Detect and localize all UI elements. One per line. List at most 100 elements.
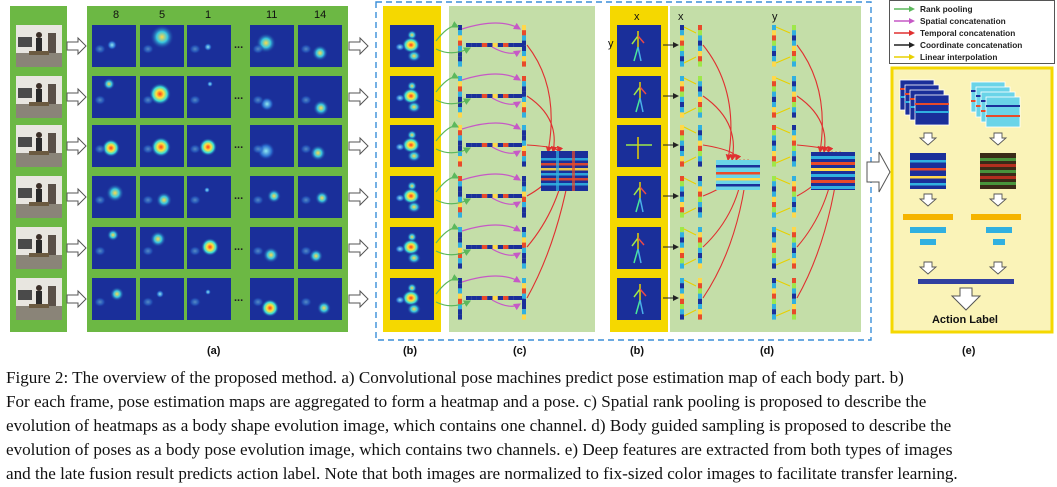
pose-skeleton bbox=[617, 176, 661, 218]
x-coordinate-vector bbox=[698, 176, 702, 218]
aggregated-heatmaps bbox=[390, 25, 434, 320]
rank-pooling-arrow bbox=[435, 98, 472, 105]
flow-arrow bbox=[66, 136, 87, 156]
flow-arrow bbox=[348, 187, 369, 207]
pose-estimation-map bbox=[140, 76, 184, 118]
x-coordinate-vector bbox=[698, 125, 702, 167]
panel-label-d: (d) bbox=[760, 345, 775, 357]
y-coordinate-vector bbox=[792, 176, 796, 218]
column-vector bbox=[522, 25, 526, 67]
x-coordinate-vector bbox=[698, 278, 702, 320]
flow-arrow bbox=[66, 238, 87, 258]
pose-estimation-map bbox=[250, 76, 294, 118]
deep-feature-extraction bbox=[899, 79, 1021, 311]
video-frame bbox=[16, 25, 62, 67]
pose-estimation-map bbox=[250, 25, 294, 67]
column-vector bbox=[522, 227, 526, 269]
video-frame bbox=[16, 278, 62, 320]
spatial-concatenation-arrow bbox=[491, 46, 522, 58]
spatial-concatenation-arrow bbox=[491, 248, 522, 260]
column-header-frame: 5 bbox=[159, 9, 166, 21]
y-coordinate-vector bbox=[772, 125, 776, 167]
ellipsis: ... bbox=[234, 90, 244, 102]
row-vector bbox=[466, 296, 525, 300]
feature-map bbox=[910, 153, 946, 189]
pose-estimation-map bbox=[140, 227, 184, 269]
rank-pooling-arrow bbox=[435, 198, 472, 205]
column-vector bbox=[458, 176, 462, 218]
pose-estimation-map bbox=[92, 25, 136, 67]
body-guided-sampling bbox=[663, 25, 855, 320]
column-vector bbox=[458, 278, 462, 320]
linear-interpolation-line bbox=[775, 126, 791, 164]
y-coordinate-vector bbox=[772, 278, 776, 320]
down-arrow bbox=[950, 287, 982, 311]
panel-label-c: (c) bbox=[513, 345, 527, 357]
x-coordinate-vector bbox=[698, 227, 702, 269]
column-vector bbox=[522, 76, 526, 118]
y-coordinate-vector bbox=[792, 76, 796, 118]
axis-label-y: y bbox=[608, 38, 614, 50]
spatial-concatenation-arrow bbox=[461, 22, 522, 30]
rank-pooling-arrow bbox=[435, 121, 460, 142]
column-header-frame: 8 bbox=[113, 9, 120, 21]
row-vector bbox=[466, 94, 525, 98]
pose-estimation-map bbox=[250, 125, 294, 167]
caption-line: and the late fusion result predicts acti… bbox=[6, 464, 958, 483]
fc-layer bbox=[993, 239, 1005, 245]
video-frame bbox=[16, 227, 62, 269]
body-shape-image-stack bbox=[899, 79, 950, 126]
down-arrow bbox=[988, 132, 1008, 146]
pose-estimation-map bbox=[187, 25, 231, 67]
linear-interpolation-line bbox=[683, 228, 697, 266]
panel-label-b: (b) bbox=[403, 345, 418, 357]
legend-label: Spatial concatenation bbox=[920, 15, 1006, 26]
legend-label: Rank pooling bbox=[920, 3, 973, 14]
temporal-concatenation-arrow bbox=[526, 95, 558, 154]
linear-interpolation-line bbox=[683, 26, 697, 64]
video-frames bbox=[16, 25, 62, 320]
linear-interpolation-line bbox=[683, 77, 697, 115]
pose-skeleton bbox=[617, 76, 661, 118]
pose-estimation-map bbox=[298, 278, 342, 320]
rank-pooling-arrow bbox=[435, 249, 472, 256]
rank-pooling-arrow bbox=[435, 223, 460, 244]
down-arrow bbox=[988, 193, 1008, 207]
temporal-concatenation-arrow bbox=[796, 44, 825, 154]
fc-layer bbox=[986, 227, 1012, 233]
pose-skeleton bbox=[617, 278, 661, 320]
aggregated-heatmap bbox=[390, 227, 434, 269]
video-frame bbox=[16, 125, 62, 167]
temporal-concatenation-arrow bbox=[796, 144, 834, 153]
caption-line: Figure 2: The overview of the proposed m… bbox=[6, 368, 904, 387]
panel-label-e: (e) bbox=[962, 345, 976, 357]
spatial-concatenation-arrow bbox=[491, 299, 522, 311]
aggregated-heatmap bbox=[390, 125, 434, 167]
spatial-concatenation-arrow bbox=[491, 97, 522, 109]
video-frame bbox=[16, 76, 62, 118]
row-vector bbox=[466, 143, 525, 147]
pose-estimation-map bbox=[140, 25, 184, 67]
y-coordinate-vector bbox=[792, 25, 796, 67]
pose-estimation-map bbox=[250, 227, 294, 269]
pose-skeleton bbox=[617, 25, 661, 67]
feature-map bbox=[980, 153, 1016, 189]
pose-estimation-map bbox=[92, 125, 136, 167]
column-vector bbox=[522, 176, 526, 218]
column-vector bbox=[458, 76, 462, 118]
pose-estimation-map bbox=[187, 76, 231, 118]
column-vector bbox=[458, 125, 462, 167]
x-coordinate-vector bbox=[680, 176, 684, 218]
pose-estimation-map bbox=[187, 125, 231, 167]
column-header-frame: 14 bbox=[314, 9, 327, 21]
y-coordinate-vector bbox=[772, 227, 776, 269]
column-vector bbox=[458, 227, 462, 269]
aggregated-heatmap bbox=[390, 25, 434, 67]
axis-label-y: y bbox=[772, 11, 778, 23]
legend-label: Coordinate concatenation bbox=[920, 39, 1023, 50]
x-coordinate-vector bbox=[698, 25, 702, 67]
pose-estimation-map bbox=[92, 176, 136, 218]
down-arrow bbox=[918, 132, 938, 146]
legend-item: Rank pooling bbox=[894, 3, 973, 14]
